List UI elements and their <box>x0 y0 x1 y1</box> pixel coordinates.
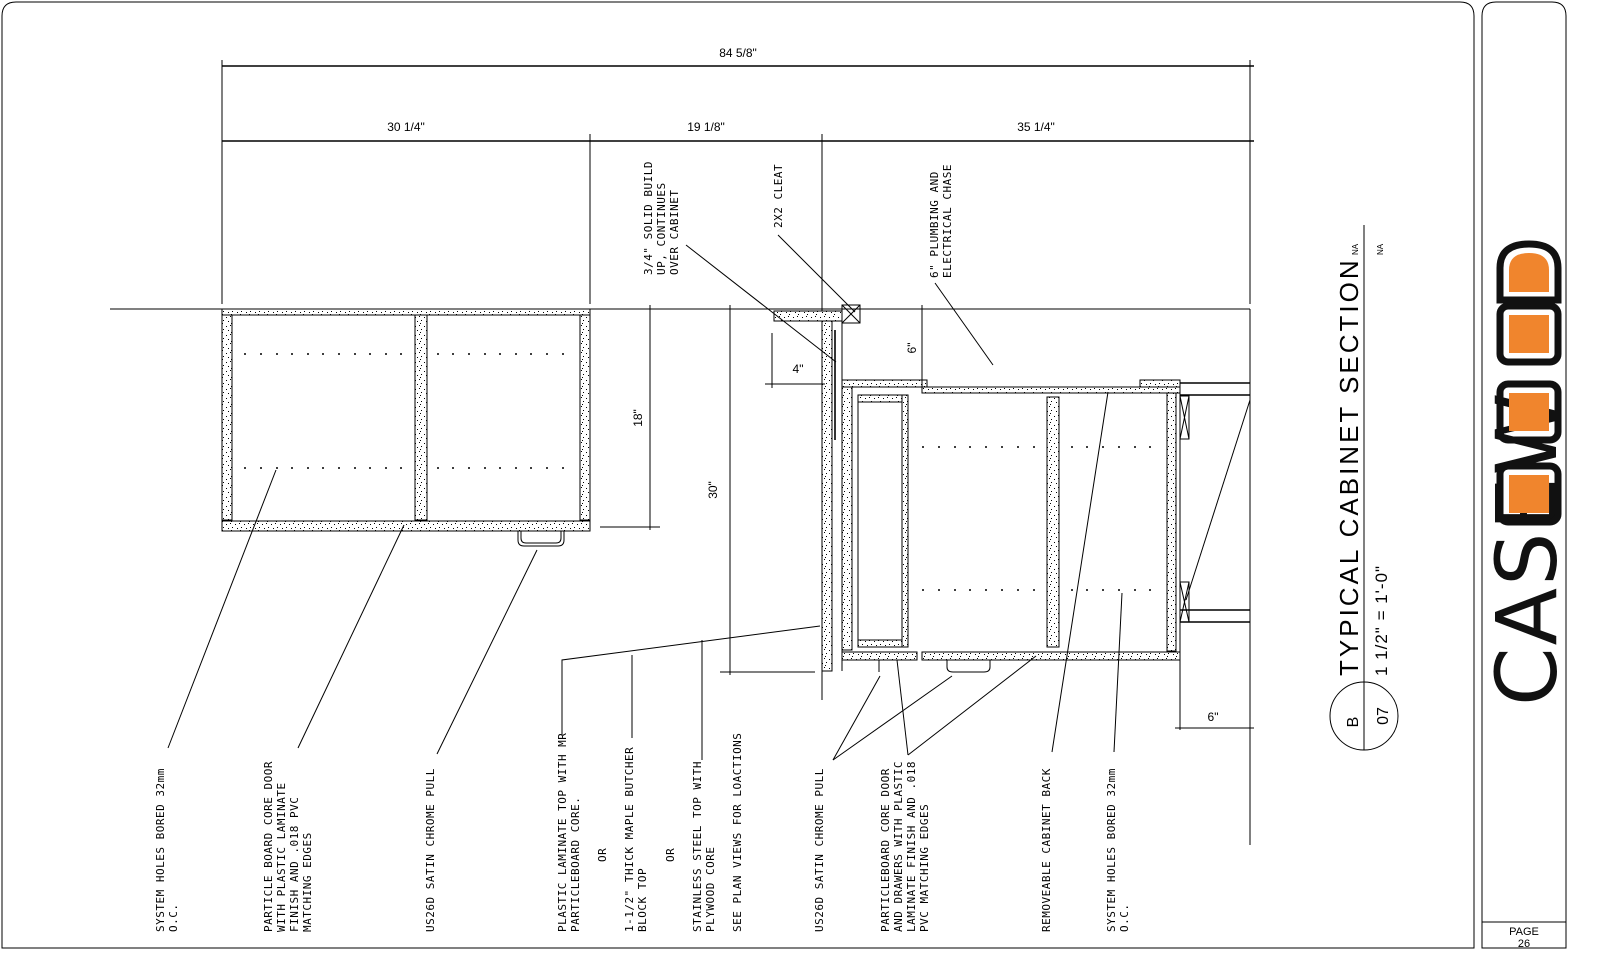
base-cabinet <box>841 379 1181 673</box>
svg-text:OR: OR <box>596 848 609 862</box>
svg-text:1-1/2" THICK MAPLE BUTCHER: 1-1/2" THICK MAPLE BUTCHER <box>623 747 636 932</box>
cleat-dimension: 4" <box>765 333 825 388</box>
callout-door-base: PARTICLEBOARD CORE DOOR AND DRAWERS WITH… <box>879 761 931 932</box>
svg-text:PARTICLEBOARD CORE.: PARTICLEBOARD CORE. <box>569 797 582 932</box>
svg-text:6": 6" <box>905 343 919 354</box>
page-box: PAGE 26 <box>1509 926 1539 950</box>
svg-text:ELECTRICAL CHASE: ELECTRICAL CHASE <box>941 164 954 278</box>
callout-top-butcher: 1-1/2" THICK MAPLE BUTCHER BLOCK TOP OR <box>623 747 677 932</box>
svg-text:6" PLUMBING AND: 6" PLUMBING AND <box>928 171 941 278</box>
svg-text:OR: OR <box>664 848 677 862</box>
svg-text:PARTICLEBOARD CORE DOOR: PARTICLEBOARD CORE DOOR <box>879 768 892 932</box>
casewood-logo: CASEW <box>1478 240 1576 706</box>
overall-dimension: 84 5/8" <box>221 46 1254 304</box>
svg-text:WITH PLASTIC LAMINATE: WITH PLASTIC LAMINATE <box>275 782 288 932</box>
drawing-scale: 1 1/2" = 1'-0" <box>1372 565 1391 676</box>
svg-text:SYSTEM HOLES BORED 32mm: SYSTEM HOLES BORED 32mm <box>154 768 167 932</box>
svg-text:4": 4" <box>793 362 804 376</box>
svg-text:BLOCK TOP: BLOCK TOP <box>636 868 649 932</box>
svg-text:PLASTIC LAMINATE TOP WITH MR: PLASTIC LAMINATE TOP WITH MR <box>556 733 569 932</box>
svg-text:NA: NA <box>1351 243 1360 255</box>
svg-text:FINISH AND .018 PVC: FINISH AND .018 PVC <box>288 797 301 932</box>
svg-text:PVC MATCHING EDGES: PVC MATCHING EDGES <box>918 804 931 932</box>
svg-text:SYSTEM HOLES BORED 32mm: SYSTEM HOLES BORED 32mm <box>1105 768 1118 932</box>
svg-text:US26D SATIN CHROME PULL: US26D SATIN CHROME PULL <box>813 768 826 932</box>
svg-text:OVER CABINET: OVER CABINET <box>668 190 681 275</box>
callout-pull-upper: US26D SATIN CHROME PULL <box>424 768 437 932</box>
callout-door-upper: PARTICLE BOARD CORE DOOR WITH PLASTIC LA… <box>262 761 314 932</box>
svg-text:18": 18" <box>631 409 645 427</box>
page-number: 26 <box>1518 938 1530 950</box>
svg-text:6": 6" <box>1208 710 1219 724</box>
callout-build-up: 3/4" SOLID BUILD UP, CONTINUES OVER CABI… <box>642 161 681 275</box>
svg-text:UP, CONTINUES: UP, CONTINUES <box>655 182 668 275</box>
callout-chase: 6" PLUMBING AND ELECTRICAL CHASE <box>928 164 954 278</box>
svg-text:NA: NA <box>1376 243 1385 255</box>
chase-framing: 6" 6" <box>905 305 1254 730</box>
sheet-reference: 07 <box>1375 707 1392 725</box>
svg-text:3/4" SOLID BUILD: 3/4" SOLID BUILD <box>642 161 655 275</box>
callout-cleat: 2X2 CLEAT <box>772 164 785 228</box>
svg-text:35 1/4": 35 1/4" <box>1017 120 1055 134</box>
callout-system-holes-upper: SYSTEM HOLES BORED 32mm O.C. <box>154 768 180 932</box>
svg-text:O.C.: O.C. <box>1118 904 1131 933</box>
svg-text:STAINLESS STEEL TOP WITH: STAINLESS STEEL TOP WITH <box>691 761 704 932</box>
svg-text:19 1/8": 19 1/8" <box>687 120 725 134</box>
callout-system-holes-base: SYSTEM HOLES BORED 32mm O.C. <box>1105 768 1131 932</box>
callout-top-steel: STAINLESS STEEL TOP WITH PLYWOOD CORE <box>691 761 717 932</box>
drawing-title-block: B 07 TYPICAL CABINET SECTION 1 1/2" = 1'… <box>1329 225 1399 751</box>
upper-cabinet <box>221 308 591 547</box>
build-up-panel <box>773 304 861 672</box>
callout-see-plan: SEE PLAN VIEWS FOR LOACTIONS <box>731 733 744 932</box>
sheet-border <box>1 1 1475 949</box>
callout-top-laminate: PLASTIC LAMINATE TOP WITH MR PARTICLEBOA… <box>556 733 609 932</box>
svg-text:AND DRAWERS WITH PLASTIC: AND DRAWERS WITH PLASTIC <box>892 761 905 932</box>
height-dimensions: 18" 30" <box>600 305 815 675</box>
logo-orange-blocks <box>1496 240 1562 526</box>
leader-lines <box>167 234 1123 761</box>
svg-text:30 1/4": 30 1/4" <box>387 120 425 134</box>
svg-text:PLYWOOD CORE: PLYWOOD CORE <box>704 847 717 932</box>
svg-text:MATCHING EDGES: MATCHING EDGES <box>301 832 314 932</box>
svg-text:LAMINATE FINISH AND .018: LAMINATE FINISH AND .018 <box>905 761 918 932</box>
svg-text:SEE PLAN VIEWS FOR LOACTIONS: SEE PLAN VIEWS FOR LOACTIONS <box>731 733 744 932</box>
drawing-title: TYPICAL CABINET SECTION <box>1334 257 1364 676</box>
section-dimensions: 30 1/4" 19 1/8" 35 1/4" <box>222 120 1254 700</box>
svg-text:PAGE: PAGE <box>1509 926 1539 938</box>
svg-text:2X2 CLEAT: 2X2 CLEAT <box>772 164 785 228</box>
svg-text:30": 30" <box>706 481 720 499</box>
svg-text:REMOVEABLE CABINET BACK: REMOVEABLE CABINET BACK <box>1040 768 1053 932</box>
svg-text:PARTICLE BOARD CORE DOOR: PARTICLE BOARD CORE DOOR <box>262 761 275 932</box>
svg-text:US26D SATIN CHROME PULL: US26D SATIN CHROME PULL <box>424 768 437 932</box>
callout-pull-base: US26D SATIN CHROME PULL <box>813 768 826 932</box>
detail-tag: B <box>1345 717 1362 728</box>
callout-back: REMOVEABLE CABINET BACK <box>1040 768 1053 932</box>
svg-text:O.C.: O.C. <box>167 904 180 933</box>
title-block-border <box>1481 1 1567 949</box>
svg-text:84 5/8": 84 5/8" <box>719 46 757 60</box>
